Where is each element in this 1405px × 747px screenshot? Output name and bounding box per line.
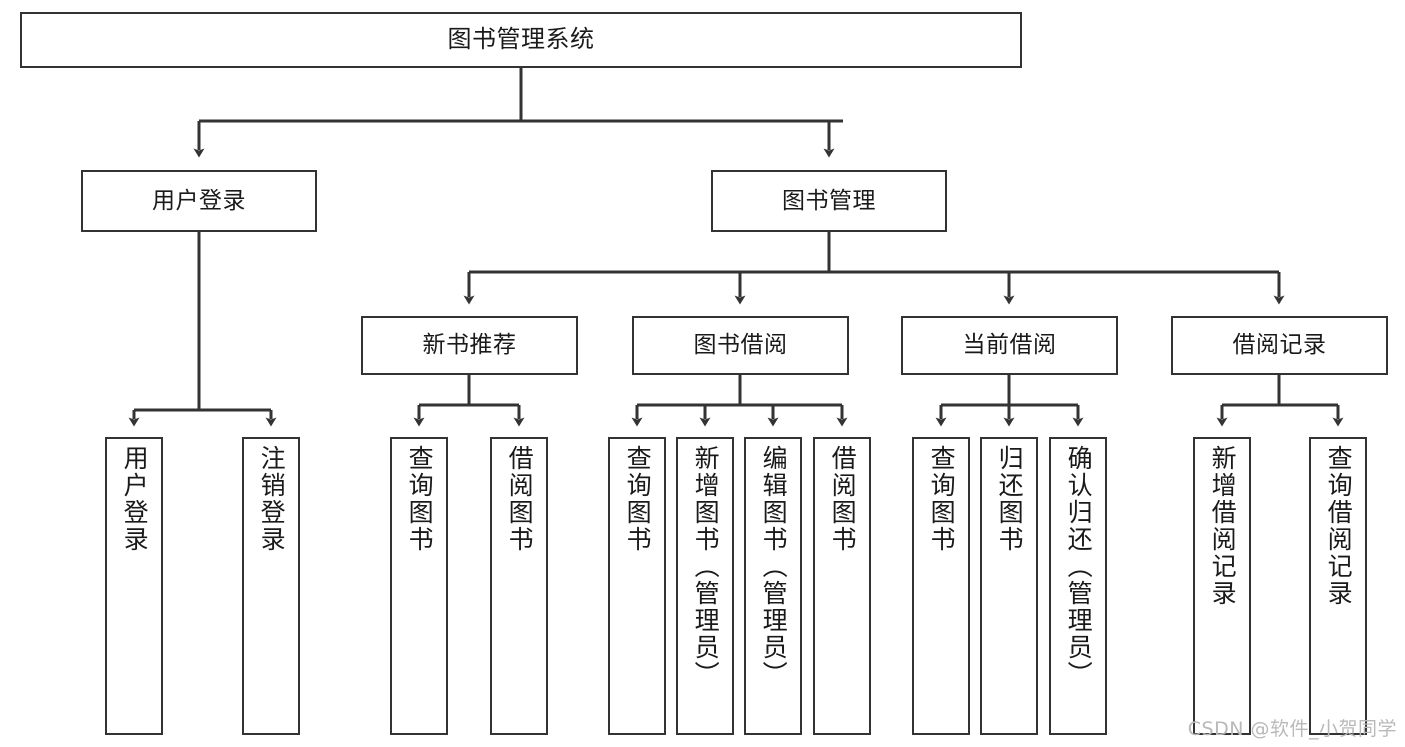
node-label: 查询图书 — [927, 445, 957, 553]
node-label: 借阅记录 — [1232, 332, 1327, 359]
leaf-current-borrow-query-book[interactable]: 查询图书 — [912, 437, 970, 735]
leaf-user-login-logout[interactable]: 注销登录 — [242, 437, 300, 735]
leaf-book-borrow-edit-book-admin[interactable]: 编辑图书（管理员） — [744, 437, 802, 735]
node-borrow-record[interactable]: 借阅记录 — [1171, 316, 1388, 375]
leaf-book-borrow-query-book[interactable]: 查询图书 — [608, 437, 666, 735]
node-new-book-recommend[interactable]: 新书推荐 — [361, 316, 578, 375]
leaf-current-borrow-confirm-return-admin[interactable]: 确认归还（管理员） — [1049, 437, 1107, 735]
node-label: 当前借阅 — [962, 332, 1057, 359]
node-label: 用户登录 — [152, 187, 246, 214]
node-current-borrow[interactable]: 当前借阅 — [901, 316, 1118, 375]
node-label: 图书借阅 — [693, 332, 788, 359]
leaf-borrow-record-add-record[interactable]: 新增借阅记录 — [1193, 437, 1251, 735]
node-user-login[interactable]: 用户登录 — [81, 170, 317, 232]
leaf-current-borrow-return-book[interactable]: 归还图书 — [980, 437, 1038, 735]
leaf-borrow-record-query-record[interactable]: 查询借阅记录 — [1309, 437, 1367, 735]
node-label: 确认归还（管理员） — [1064, 445, 1094, 688]
node-label: 借阅图书 — [505, 445, 535, 553]
node-label: 借阅图书 — [828, 445, 858, 553]
node-label: 查询图书 — [623, 445, 653, 553]
node-book-borrow[interactable]: 图书借阅 — [632, 316, 849, 375]
node-label: 查询图书 — [405, 445, 435, 553]
node-label: 新增图书（管理员） — [691, 445, 721, 688]
node-book-management[interactable]: 图书管理 — [711, 170, 947, 232]
leaf-user-login-login[interactable]: 用户登录 — [105, 437, 163, 735]
node-label: 图书管理系统 — [447, 25, 595, 54]
node-label: 新书推荐 — [422, 332, 517, 359]
leaf-new-book-query-book[interactable]: 查询图书 — [390, 437, 448, 735]
node-label: 编辑图书（管理员） — [759, 445, 789, 688]
node-label: 注销登录 — [257, 445, 287, 553]
node-label: 新增借阅记录 — [1208, 445, 1238, 607]
node-label: 查询借阅记录 — [1324, 445, 1354, 607]
leaf-book-borrow-borrow-book[interactable]: 借阅图书 — [813, 437, 871, 735]
node-root-book-management-system[interactable]: 图书管理系统 — [20, 12, 1022, 68]
leaf-new-book-borrow-book[interactable]: 借阅图书 — [490, 437, 548, 735]
node-label: 图书管理 — [782, 187, 876, 214]
leaf-book-borrow-add-book-admin[interactable]: 新增图书（管理员） — [676, 437, 734, 735]
watermark: CSDN @软件_小贺同学 — [1187, 718, 1397, 740]
node-label: 归还图书 — [995, 445, 1025, 553]
node-label: 用户登录 — [120, 445, 150, 553]
